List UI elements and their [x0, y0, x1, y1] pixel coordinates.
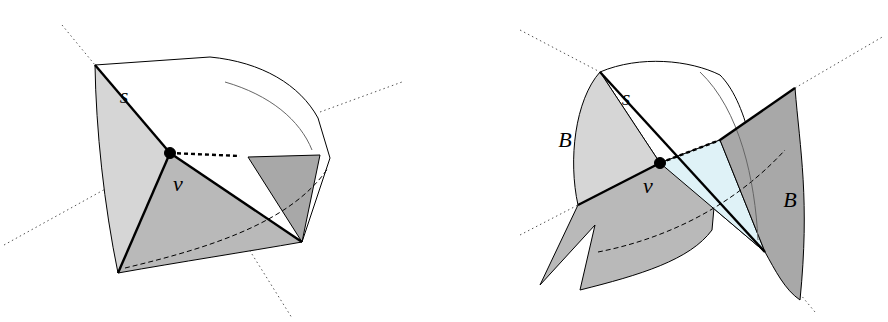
axis-lines: [4, 25, 884, 318]
point-label: v: [643, 175, 653, 197]
left-solid: [95, 57, 330, 273]
point-label: v: [173, 173, 183, 195]
right-solid: [540, 61, 804, 300]
point-label: B: [783, 189, 796, 211]
point-label: s: [120, 85, 129, 107]
point-label: B: [558, 129, 571, 151]
point-label: s: [622, 87, 631, 109]
